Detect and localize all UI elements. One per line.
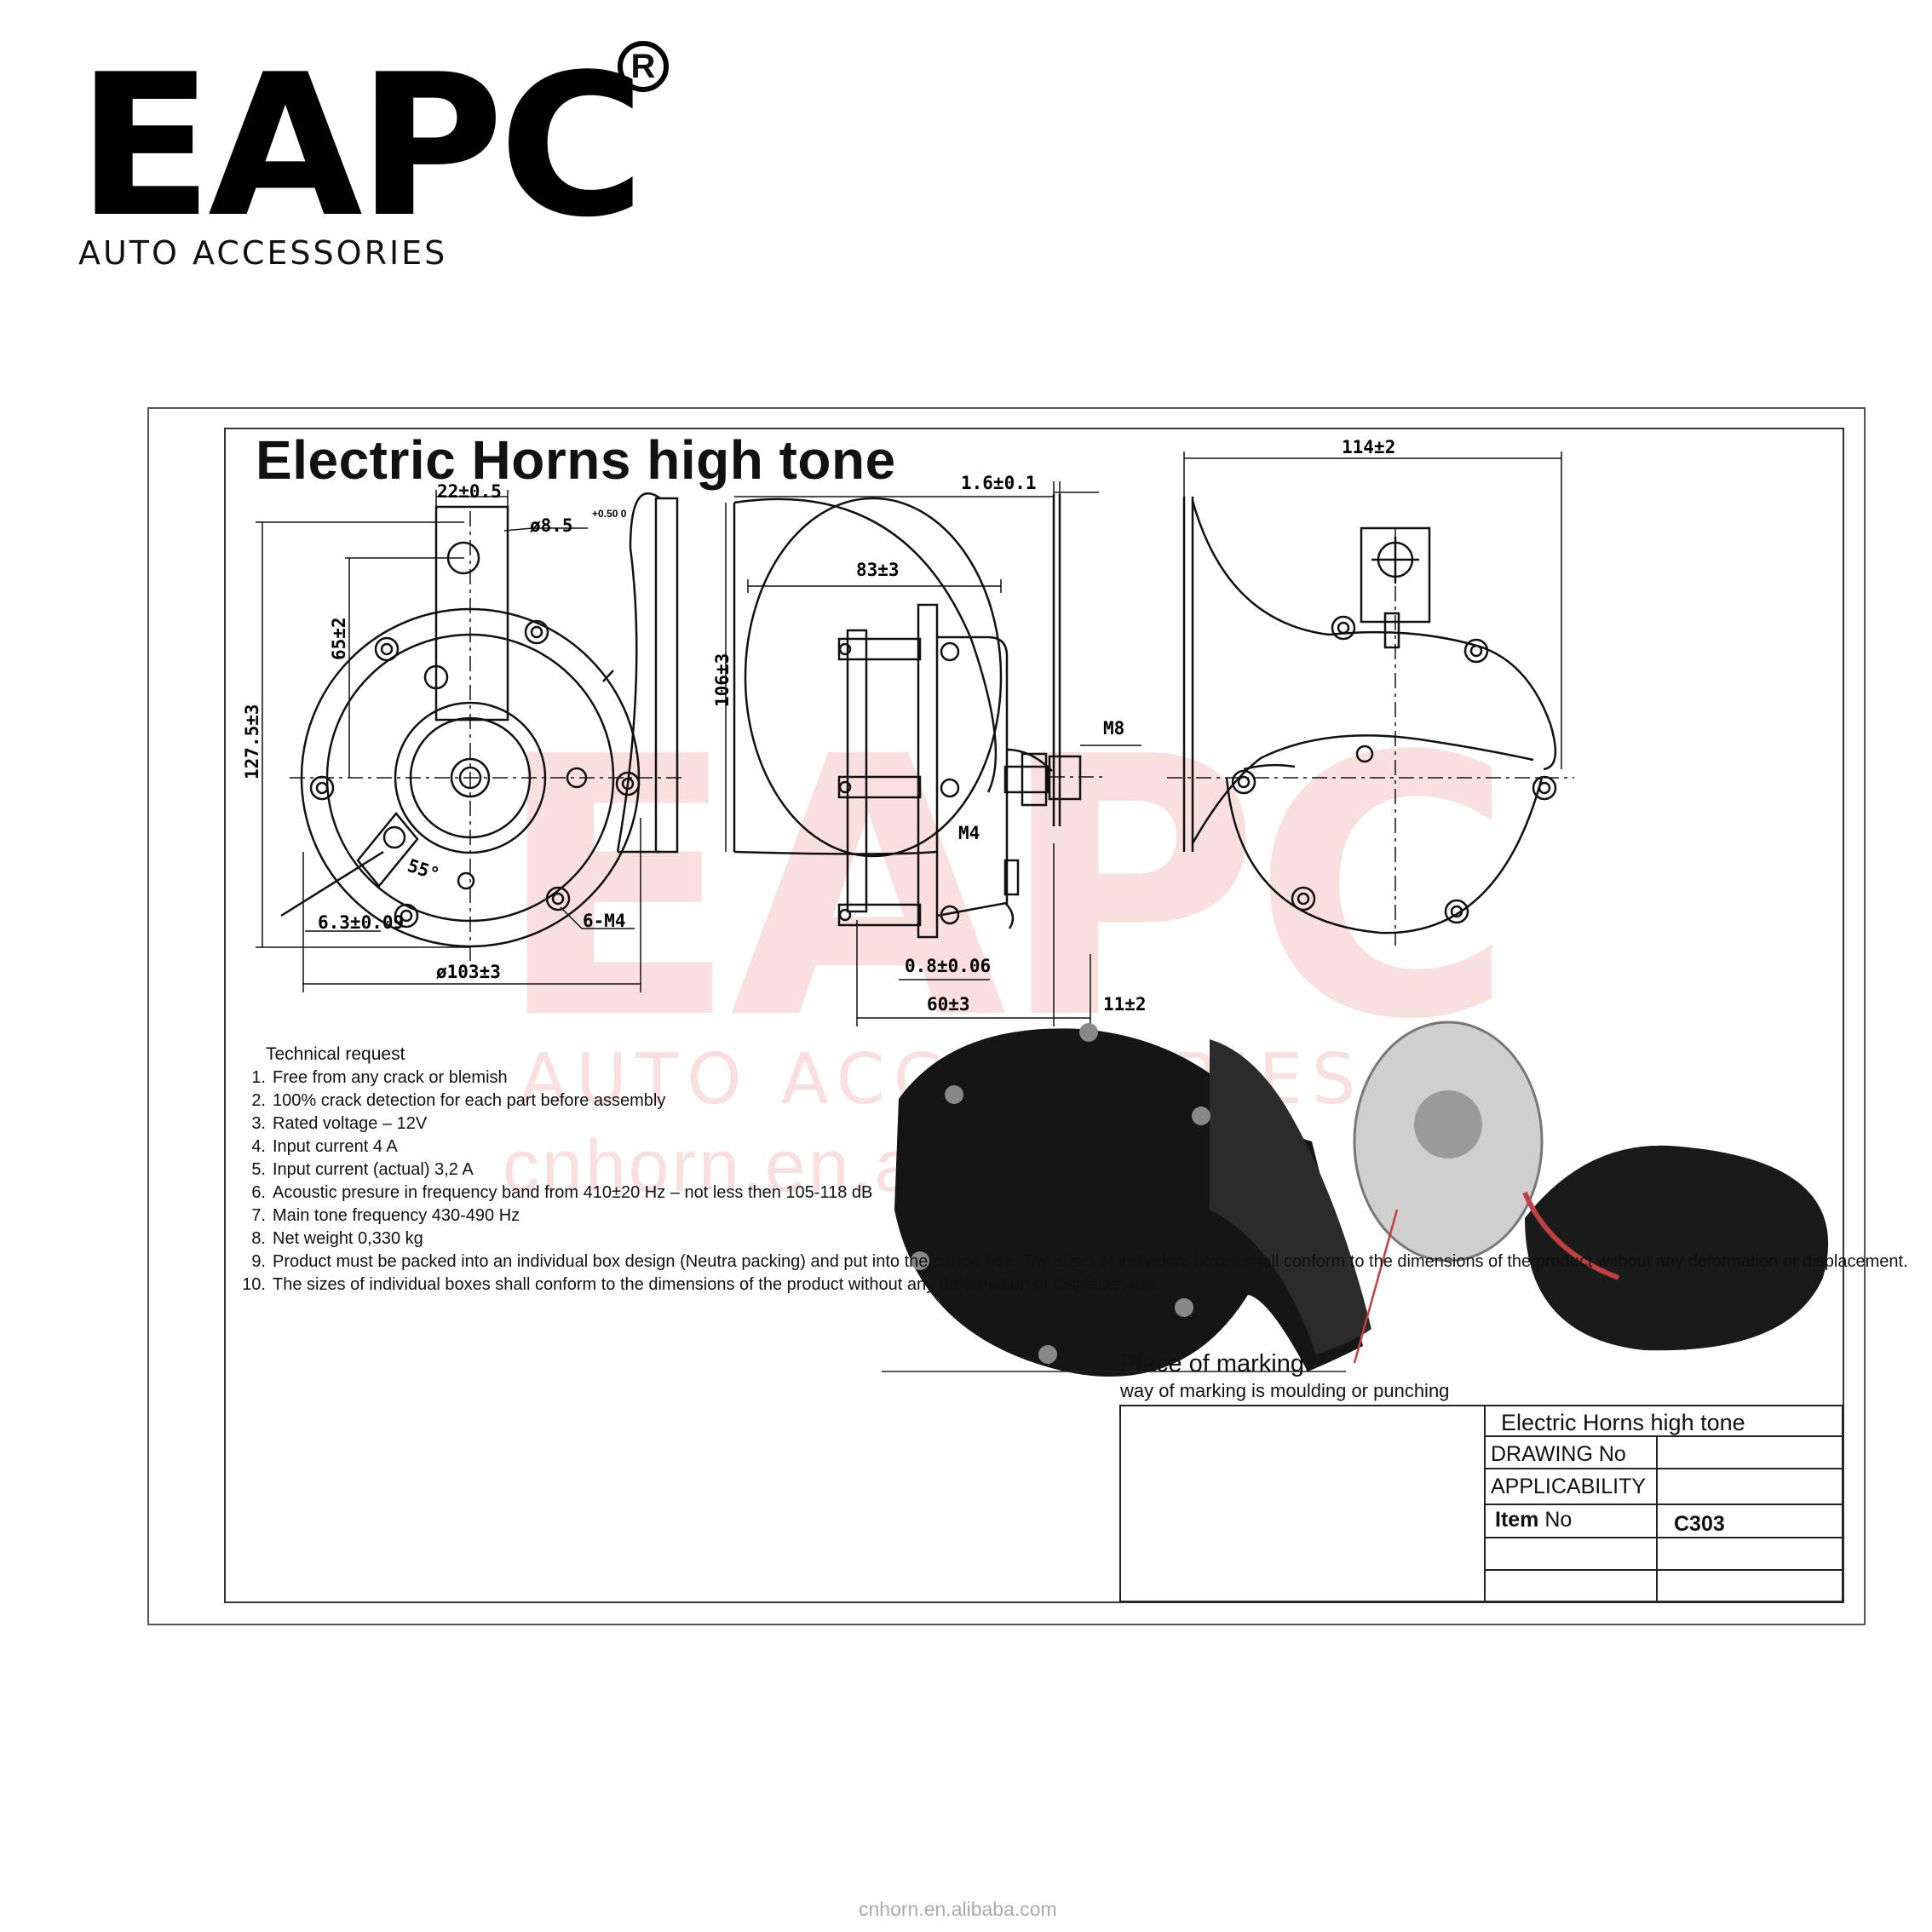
item-text: Product must be packed into an individua… (273, 1252, 1908, 1271)
technical-request-item: 5. Input current (actual) 3,2 A (240, 1159, 1908, 1182)
item-number: 7. (251, 1206, 266, 1225)
technical-request-item: 10. The sizes of individual boxes shall c… (240, 1274, 1908, 1297)
title-block-drawing-no-label: DRAWING No (1491, 1442, 1626, 1466)
dim-terminal-screw: M4 (958, 823, 980, 843)
item-text: The sizes of individual boxes shall conf… (273, 1275, 1159, 1294)
drawing-outer-frame (147, 407, 1866, 1625)
registered-mark-icon: R (618, 41, 669, 92)
item-text: Free from any crack or blemish (273, 1068, 508, 1087)
brand-logo-word: EAPC (77, 33, 646, 261)
drawing-inner-frame (224, 428, 1844, 1603)
dim-body-width: 83±3 (856, 560, 900, 580)
technical-request-item: 2. 100% crack detection for each part bef… (240, 1090, 1908, 1113)
dim-bracket-width: 22±0.5 (437, 481, 502, 502)
dim-total-height: 127.5±3 (242, 704, 262, 779)
item-number: 5. (251, 1160, 266, 1179)
rear-screws (1231, 615, 1557, 924)
item-text: 100% crack detection for each part befor… (273, 1091, 666, 1110)
front-view (280, 492, 679, 948)
drawing-title: Electric Horns high tone (256, 429, 896, 491)
technical-request-item: 6. Acoustic presure in frequency band fro… (240, 1182, 1908, 1205)
dim-angle: 55° (405, 855, 441, 885)
item-number: 1. (251, 1068, 266, 1087)
item-number: 3. (251, 1114, 266, 1133)
dim-hole-tolerance: +0.50 0 (592, 508, 627, 520)
title-block-item-no-value: C303 (1674, 1512, 1725, 1536)
item-label-bold: Item (1495, 1508, 1539, 1532)
front-view-dimensions (256, 490, 681, 992)
horn-photos (894, 1021, 1829, 1377)
technical-request-item: 1. Free from any crack or blemish (240, 1067, 1908, 1090)
item-label-suffix: No (1538, 1508, 1573, 1532)
title-block-applicability-label: APPLICABILITY (1491, 1475, 1647, 1498)
technical-request-item: 7. Main tone frequency 430-490 Hz (240, 1205, 1908, 1228)
item-number: 8. (251, 1229, 266, 1248)
technical-request-item: 8. Net weight 0,330 kg (240, 1228, 1908, 1251)
dim-plate-thickness: 1.6±0.1 (961, 473, 1037, 493)
title-block-item-no-label: Item No (1495, 1508, 1572, 1532)
item-text: Rated voltage – 12V (273, 1114, 428, 1133)
item-number: 4. (251, 1137, 266, 1156)
item-number: 10. (242, 1275, 266, 1294)
dim-depth: 60±3 (927, 994, 970, 1015)
item-text: Acoustic presure in frequency band from … (273, 1183, 873, 1202)
item-number: 2. (251, 1091, 266, 1110)
dim-screws: 6-M4 (583, 911, 626, 931)
item-number: 6. (251, 1183, 266, 1202)
dim-bolt: M8 (1103, 718, 1124, 739)
side-view (733, 494, 1082, 939)
technical-request-list: 1. Free from any crack or blemish 2. 100% c… (240, 1067, 1908, 1297)
footer-site: cnhorn.en.alibaba.com (859, 1898, 1057, 1920)
dim-hole: ø8.5 (530, 515, 573, 536)
title-block-grid (882, 1371, 1843, 1602)
rear-view-dimensions (1167, 451, 1574, 946)
marking-note: way of marking is moulding or punching (1120, 1380, 1450, 1401)
item-text: Input current 4 A (273, 1137, 398, 1156)
technical-request-item: 3. Rated voltage – 12V (240, 1113, 1908, 1136)
mounting-screws (309, 619, 641, 929)
side-view-dimensions (725, 481, 1141, 1026)
item-text: Main tone frequency 430-490 Hz (273, 1206, 520, 1225)
marking-title: Place of marking: (1120, 1350, 1312, 1377)
dim-terminal: 6.3±0.09 (318, 912, 404, 933)
item-number: 9. (251, 1252, 266, 1271)
title-block-header: Electric Horns high tone (1501, 1410, 1745, 1435)
technical-request-heading: Technical request (266, 1044, 405, 1064)
dim-horn-width: 114±2 (1342, 437, 1395, 457)
item-text: Net weight 0,330 kg (273, 1229, 423, 1248)
dim-body-height: 106±3 (712, 653, 733, 707)
dim-diaphragm: 0.8±0.06 (905, 956, 991, 976)
technical-request-item: 9. Product must be packed into an individ… (240, 1251, 1908, 1274)
rear-view (1182, 497, 1557, 934)
technical-request-item: 4. Input current 4 A (240, 1136, 1908, 1159)
brand-tagline: AUTO ACCESSORIES (78, 234, 448, 272)
dim-bracket-offset: 11±2 (1103, 994, 1147, 1015)
dim-diameter: ø103±3 (436, 962, 501, 982)
dim-mount-height: 65±2 (329, 617, 349, 660)
item-text: Input current (actual) 3,2 A (273, 1160, 474, 1179)
